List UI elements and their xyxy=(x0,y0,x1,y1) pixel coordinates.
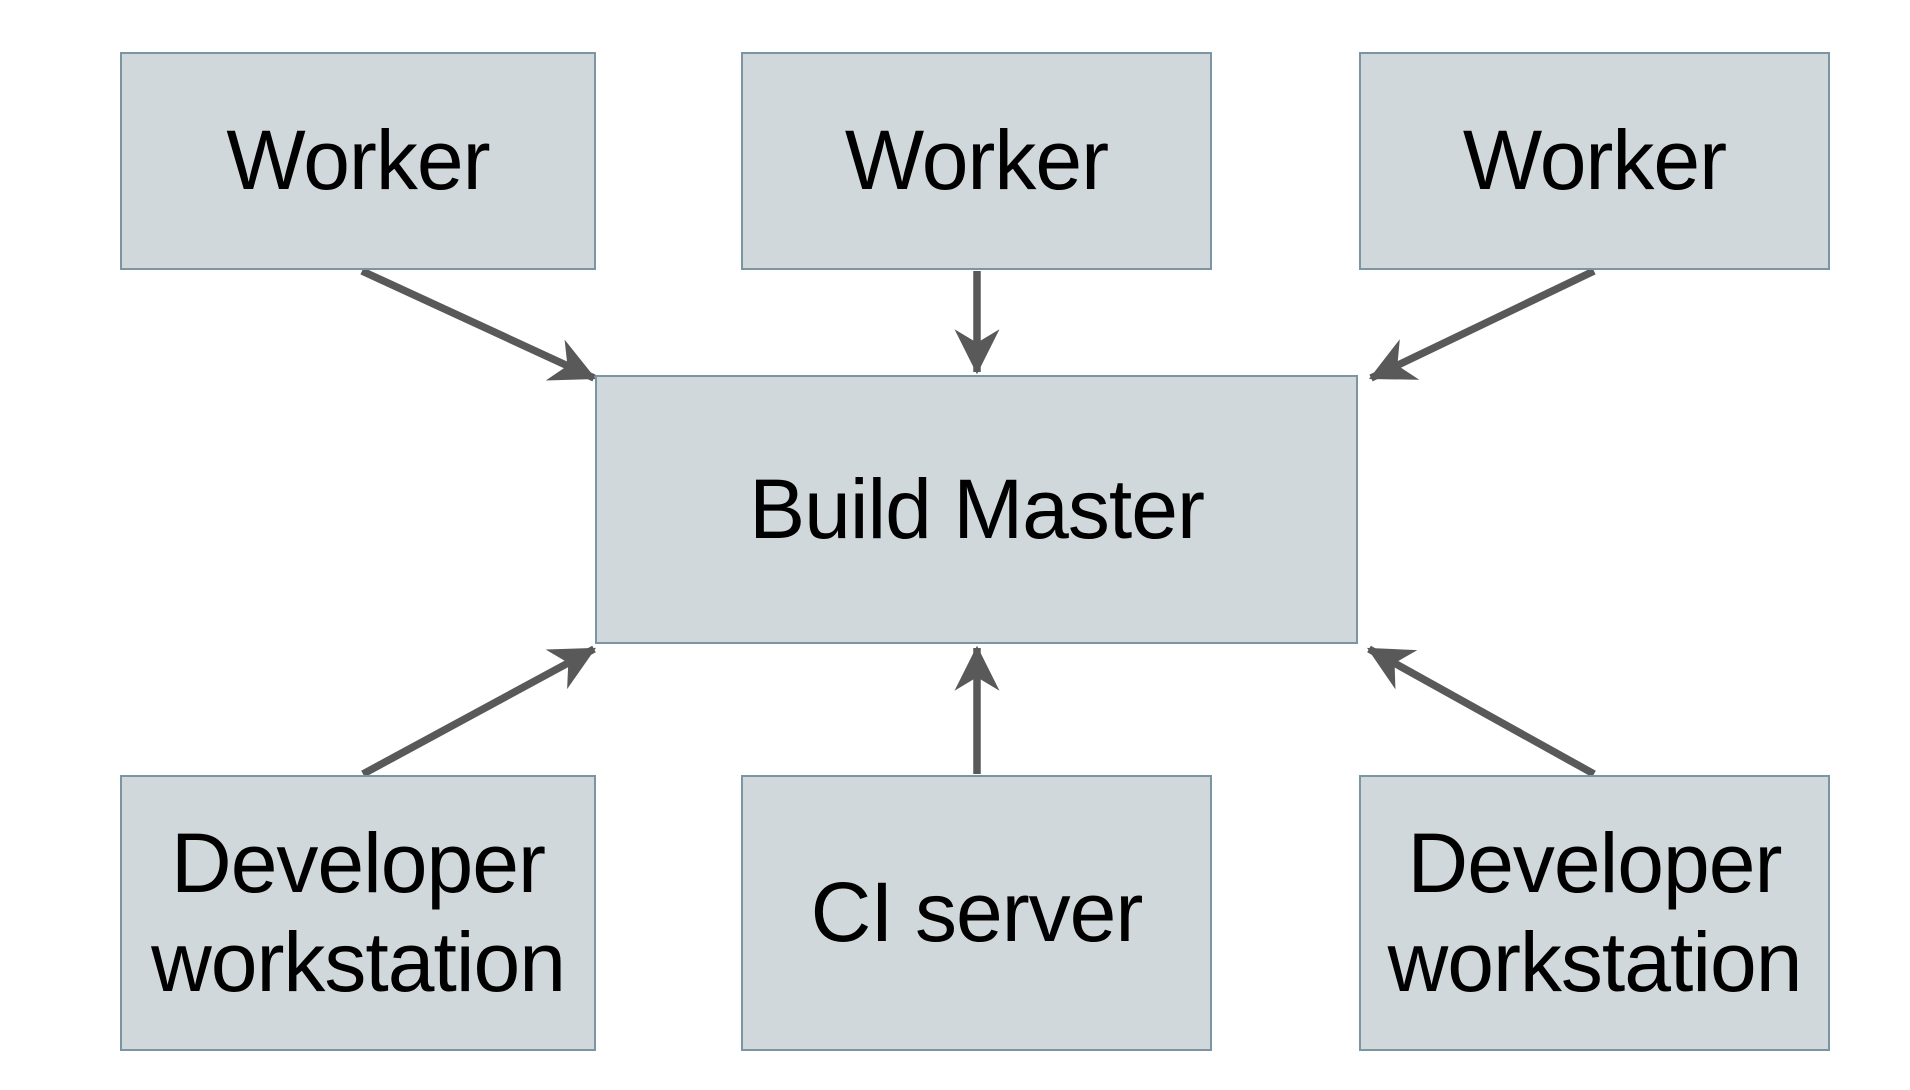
node-developer-workstation-left: Developer workstation xyxy=(120,775,596,1051)
arrow-dev-right-to-build-master xyxy=(1367,645,1596,778)
node-developer-workstation-left-label: Developer workstation xyxy=(151,815,566,1009)
node-worker-center-label: Worker xyxy=(844,113,1109,208)
node-build-master: Build Master xyxy=(595,375,1358,644)
arrow-dev-left-to-build-master xyxy=(361,645,596,778)
node-developer-workstation-right: Developer workstation xyxy=(1359,775,1830,1051)
arrow-worker-left-to-build-master xyxy=(360,267,597,382)
node-build-master-label: Build Master xyxy=(749,461,1205,556)
node-worker-left-label: Worker xyxy=(226,113,490,208)
node-ci-server: CI server xyxy=(741,775,1212,1051)
node-ci-server-label: CI server xyxy=(810,865,1144,960)
node-developer-workstation-right-label: Developer workstation xyxy=(1387,815,1803,1009)
node-worker-right-label: Worker xyxy=(1462,113,1727,208)
node-worker-left: Worker xyxy=(120,52,596,270)
node-worker-right: Worker xyxy=(1359,52,1830,270)
node-worker-center: Worker xyxy=(741,52,1212,270)
arrow-worker-right-to-build-master xyxy=(1368,267,1596,382)
